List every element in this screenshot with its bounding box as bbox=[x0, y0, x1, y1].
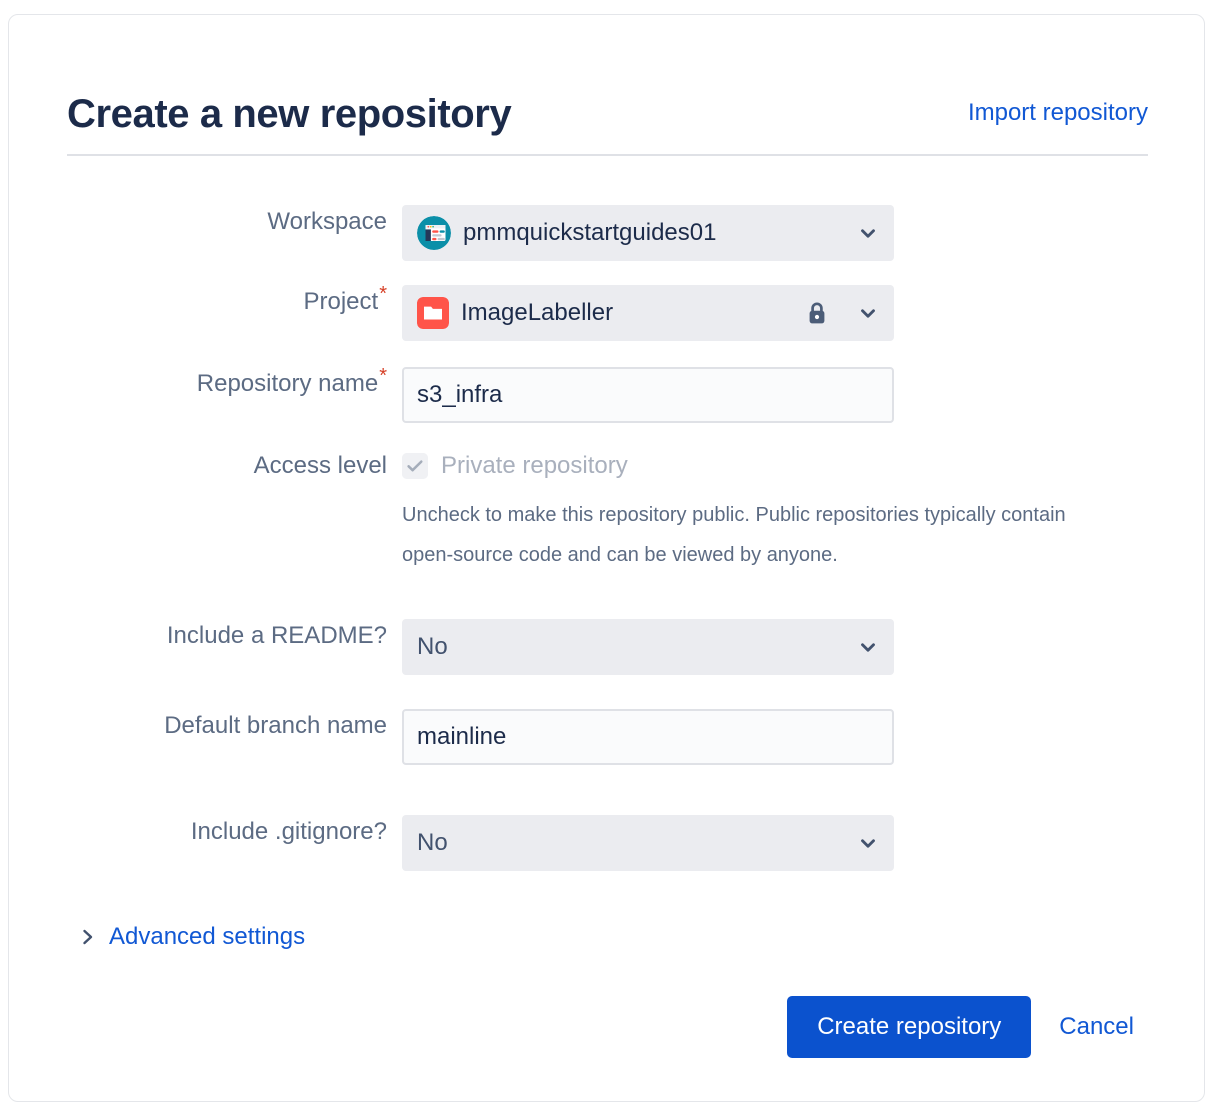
include-gitignore-label: Include .gitignore? bbox=[190, 818, 387, 845]
chevron-down-icon bbox=[857, 832, 879, 854]
workspace-field: pmmquickstartguides01 bbox=[402, 205, 894, 261]
lock-icon bbox=[805, 300, 829, 326]
project-value: ImageLabeller bbox=[461, 299, 614, 326]
default-branch-input[interactable]: mainline bbox=[402, 709, 894, 765]
check-icon[interactable] bbox=[402, 452, 428, 479]
access-level-field: Private repository Uncheck to make this … bbox=[402, 449, 1102, 575]
form-row-default-branch: Default branch name mainline bbox=[9, 709, 1206, 815]
include-gitignore-select[interactable]: No bbox=[402, 815, 894, 871]
repository-name-value: s3_infra bbox=[417, 381, 503, 408]
chevron-right-icon bbox=[81, 927, 95, 947]
include-readme-field: No bbox=[402, 619, 894, 675]
advanced-settings-toggle[interactable]: Advanced settings bbox=[81, 923, 305, 951]
header-divider bbox=[67, 154, 1148, 156]
include-readme-value: No bbox=[417, 633, 448, 660]
include-gitignore-field: No bbox=[402, 815, 894, 871]
import-repository-link[interactable]: Import repository bbox=[967, 99, 1148, 126]
advanced-settings-label: Advanced settings bbox=[109, 923, 306, 950]
repository-name-label-text: Repository name bbox=[196, 370, 379, 397]
create-repository-button[interactable]: Create repository bbox=[787, 996, 1032, 1058]
access-level-label: Access level bbox=[253, 452, 387, 479]
project-folder-icon bbox=[417, 297, 449, 329]
project-label: Project* bbox=[9, 283, 388, 318]
project-select[interactable]: ImageLabeller bbox=[402, 285, 894, 341]
form-row-project: Project* ImageLabeller bbox=[9, 283, 1206, 367]
project-label-text: Project bbox=[303, 288, 379, 315]
chevron-down-icon bbox=[857, 222, 879, 244]
create-repository-form: Workspace bbox=[9, 205, 1206, 877]
access-level-helper-text: Uncheck to make this repository public. … bbox=[402, 504, 1066, 566]
cancel-button[interactable]: Cancel bbox=[1047, 1013, 1146, 1041]
form-row-workspace: Workspace bbox=[9, 205, 1206, 285]
form-row-include-readme: Include a README? No bbox=[9, 619, 1206, 709]
workspace-select[interactable]: pmmquickstartguides01 bbox=[402, 205, 894, 261]
workspace-label: Workspace bbox=[267, 208, 387, 235]
default-branch-field: mainline bbox=[402, 709, 894, 765]
default-branch-value: mainline bbox=[417, 723, 507, 750]
chevron-down-icon bbox=[857, 636, 879, 658]
workspace-avatar-icon bbox=[417, 216, 451, 250]
include-readme-select[interactable]: No bbox=[402, 619, 894, 675]
repository-name-field: s3_infra bbox=[402, 367, 894, 423]
card-header: Create a new repository Import repositor… bbox=[67, 77, 1148, 151]
page-title: Create a new repository bbox=[67, 92, 512, 136]
repository-name-label: Repository name* bbox=[9, 365, 387, 400]
include-gitignore-value: No bbox=[417, 829, 448, 856]
form-row-repository-name: Repository name* s3_infra bbox=[9, 365, 1206, 449]
chevron-down-icon bbox=[857, 302, 879, 324]
form-row-include-gitignore: Include .gitignore? No bbox=[9, 815, 1206, 877]
private-repository-label: Private repository bbox=[441, 451, 628, 479]
repository-name-input[interactable]: s3_infra bbox=[402, 367, 894, 423]
repository-name-required-asterisk: * bbox=[379, 365, 387, 387]
form-footer: Create repository Cancel bbox=[787, 996, 1146, 1058]
private-repository-checkbox-wrap[interactable]: Private repository bbox=[402, 449, 1102, 482]
create-repository-card: Create a new repository Import repositor… bbox=[8, 14, 1205, 1102]
project-field: ImageLabeller bbox=[402, 285, 894, 341]
workspace-value: pmmquickstartguides01 bbox=[463, 219, 717, 246]
default-branch-label: Default branch name bbox=[164, 712, 387, 739]
include-readme-label: Include a README? bbox=[166, 622, 387, 649]
project-required-asterisk: * bbox=[379, 283, 387, 305]
form-row-access-level: Access level Private repository Uncheck … bbox=[9, 449, 1206, 619]
